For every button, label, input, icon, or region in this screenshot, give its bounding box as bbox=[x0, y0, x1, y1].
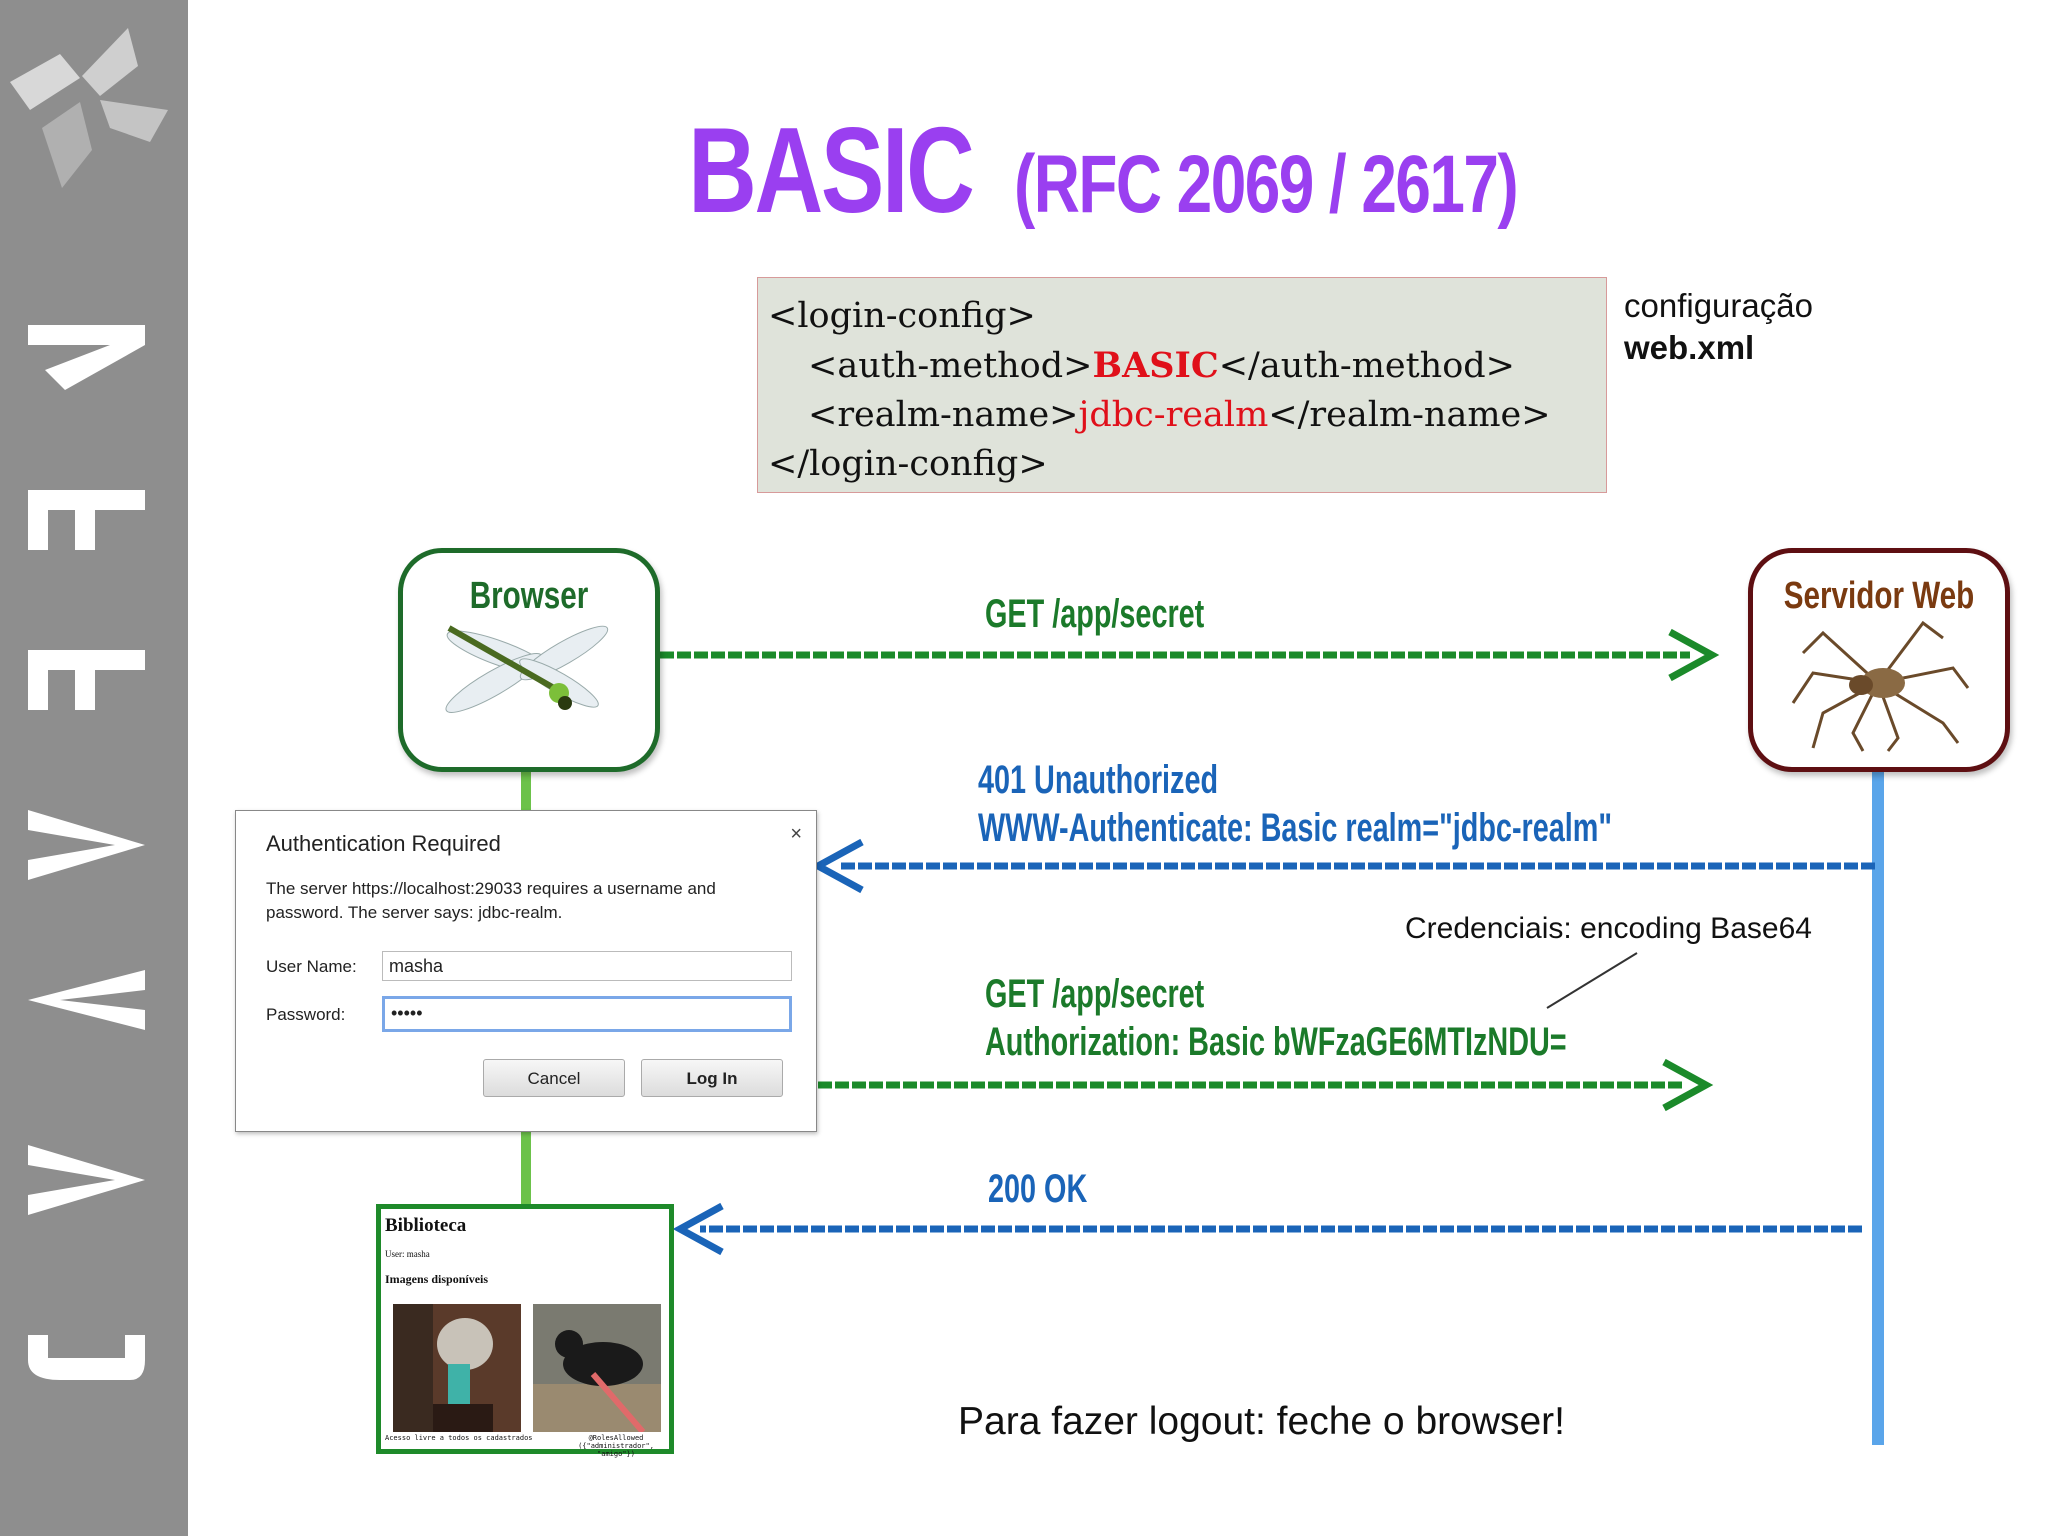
spider-icon bbox=[1791, 620, 1970, 752]
logout-note: Para fazer logout: feche o browser! bbox=[958, 1400, 1565, 1443]
server-node: Servidor Web bbox=[1748, 548, 2010, 772]
browser-node: Browser bbox=[398, 548, 660, 772]
browser-label: Browser bbox=[469, 575, 589, 617]
library-user: User: masha bbox=[385, 1249, 430, 1259]
library-subheading: Imagens disponíveis bbox=[385, 1272, 489, 1286]
library-page-thumbnail: Biblioteca User: masha Imagens disponíve… bbox=[376, 1204, 674, 1458]
config-caption-file: web.xml bbox=[1624, 329, 1755, 366]
xml-realm-open: <realm-name> bbox=[808, 395, 1079, 435]
dragonfly-icon bbox=[445, 625, 609, 713]
server-label: Servidor Web bbox=[1783, 575, 1975, 617]
slide-title: BASIC (RFC 2069 / 2617) bbox=[0, 100, 2048, 240]
close-icon[interactable]: × bbox=[790, 823, 802, 845]
sidebar bbox=[0, 0, 188, 1536]
library-caption-2: @RolesAllowed ({"administrador", "amigo"… bbox=[578, 1434, 654, 1458]
credentials-note: Credenciais: encoding Base64 bbox=[1405, 912, 1812, 945]
xml-auth-value: BASIC bbox=[1092, 345, 1219, 386]
library-image-1 bbox=[393, 1304, 521, 1432]
title-sub: (RFC 2069 / 2617) bbox=[1013, 139, 1519, 230]
title-main: BASIC bbox=[688, 102, 975, 238]
username-label: User Name: bbox=[266, 957, 357, 976]
auth-dialog-message: The server https://localhost:29033 requi… bbox=[266, 879, 716, 922]
response1-header: WWW-Authenticate: Basic realm="jdbc-real… bbox=[978, 806, 1613, 850]
password-label: Password: bbox=[266, 1005, 346, 1024]
web-xml-snippet: <login-config> <auth-method>BASIC</auth-… bbox=[757, 277, 1607, 493]
library-caption-1: Acesso livre a todos os cadastrados bbox=[385, 1434, 533, 1442]
password-input[interactable]: ••••• bbox=[382, 996, 792, 1032]
config-caption-label: configuração bbox=[1624, 287, 1813, 324]
response1-status: 401 Unauthorized bbox=[978, 758, 1219, 802]
library-image-2 bbox=[533, 1304, 661, 1432]
xml-line-2: <auth-method>BASIC</auth-method> bbox=[768, 341, 1596, 391]
xml-auth-open: <auth-method> bbox=[808, 346, 1093, 386]
xml-auth-close: </auth-method> bbox=[1218, 346, 1516, 386]
xml-line-3: <realm-name>jdbc-realm</realm-name> bbox=[768, 391, 1596, 440]
xml-realm-close: </realm-name> bbox=[1268, 395, 1551, 435]
auth-dialog-title: Authentication Required bbox=[266, 831, 501, 856]
request2-line: GET /app/secret bbox=[985, 972, 1205, 1016]
java-ee-7-vertical-letters bbox=[28, 325, 145, 1380]
xml-line-4: </login-config> bbox=[768, 444, 1048, 484]
response2-label: 200 OK bbox=[988, 1167, 1088, 1211]
config-caption: configuração web.xml bbox=[1624, 285, 1813, 369]
request1-label: GET /app/secret bbox=[985, 592, 1205, 636]
xml-realm-value: jdbc-realm bbox=[1078, 395, 1269, 435]
username-input[interactable]: masha bbox=[382, 951, 792, 981]
credentials-note-pointer bbox=[1546, 952, 1638, 1009]
auth-dialog: Authentication Required × The server htt… bbox=[235, 810, 817, 1132]
cancel-button[interactable]: Cancel bbox=[483, 1059, 625, 1097]
xml-line-1: <login-config> bbox=[768, 296, 1036, 336]
login-button[interactable]: Log In bbox=[641, 1059, 783, 1097]
request2-header: Authorization: Basic bWFzaGE6MTIzNDU= bbox=[985, 1020, 1567, 1064]
library-heading: Biblioteca bbox=[385, 1215, 467, 1236]
java-ee-logo-icon bbox=[10, 28, 168, 188]
